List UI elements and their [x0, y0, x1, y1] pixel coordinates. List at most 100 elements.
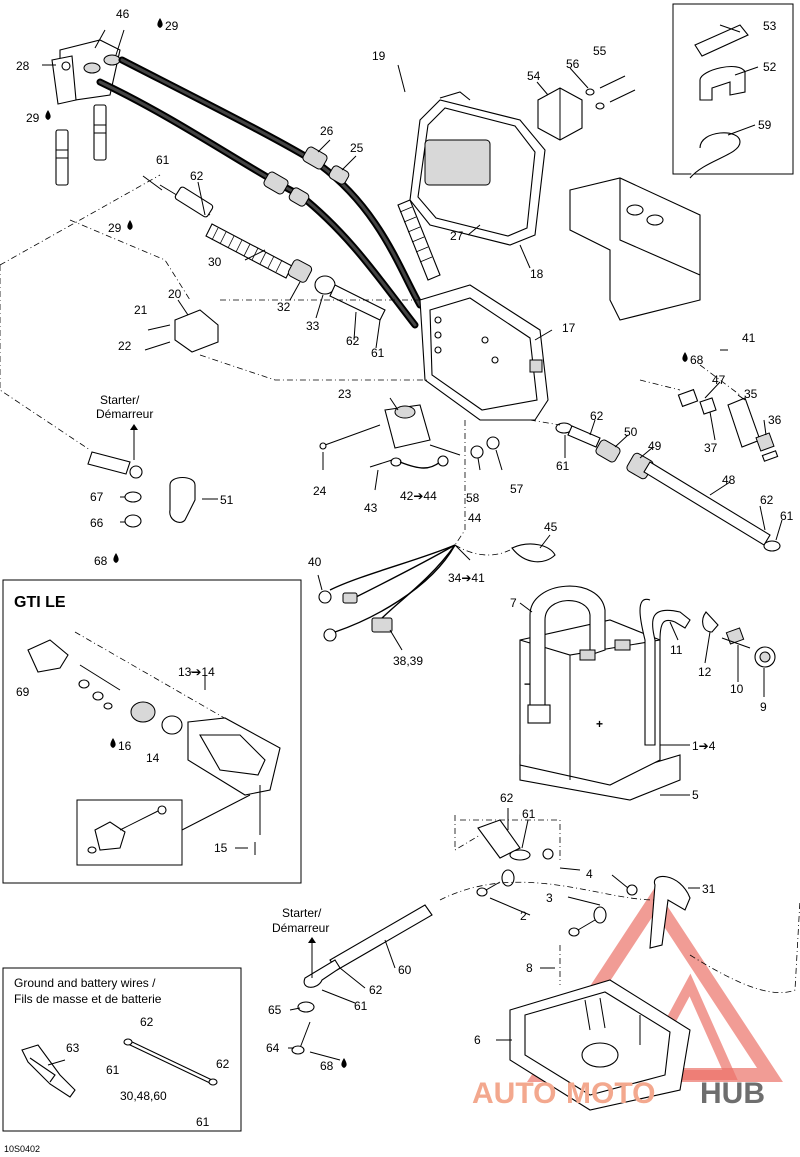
electrical-box — [419, 284, 549, 421]
callout-18: 18 — [530, 267, 544, 281]
callout-29-left: 29 — [26, 111, 40, 125]
callout-45: 45 — [544, 520, 558, 534]
drop-icon — [682, 352, 688, 362]
callout-55: 55 — [593, 44, 607, 58]
leader-lines — [0, 174, 800, 994]
callout-65: 65 — [268, 1003, 282, 1017]
callout-51: 51 — [220, 493, 234, 507]
callout-6: 6 — [474, 1033, 481, 1047]
callout-36: 36 — [768, 413, 782, 427]
watermark-hub: HUB — [700, 1077, 765, 1110]
callout-5: 5 — [692, 788, 699, 802]
drop-icon — [45, 110, 51, 120]
callout-64: 64 — [266, 1041, 280, 1055]
battery-plate — [509, 979, 691, 1111]
callout-7: 7 — [510, 596, 517, 610]
spark-plug-caps — [55, 104, 107, 186]
callout-8: 8 — [526, 961, 533, 975]
callout-52: 52 — [763, 60, 777, 74]
callout-44: 44 — [468, 511, 482, 525]
callout-43: 43 — [364, 501, 378, 515]
callout-28: 28 — [16, 59, 30, 73]
callout-37: 37 — [704, 441, 718, 455]
callout-4: 4 — [586, 867, 593, 881]
callout-40: 40 — [308, 555, 322, 569]
starter-note-bottom: Starter/ Démarreur — [272, 906, 329, 943]
callout-38-39: 38,39 — [393, 654, 423, 668]
callout-48: 48 — [722, 473, 736, 487]
drawing-code: 10S0402 — [4, 1144, 40, 1154]
callout-30: 30 — [208, 255, 222, 269]
callout-14: 14 — [146, 751, 160, 765]
callout-30-48-60: 30,48,60 — [120, 1089, 167, 1103]
watermark-text: AUTO MOTO HUB — [472, 1077, 765, 1110]
callout-61-inset: 61 — [106, 1063, 120, 1077]
spiral-wrap — [397, 199, 441, 281]
callout-29-top: 29 — [165, 19, 179, 33]
starter-note-bottom-line1: Starter/ — [282, 906, 322, 920]
callout-58: 58 — [466, 491, 480, 505]
callout-31: 31 — [702, 882, 716, 896]
callout-68-left: 68 — [94, 554, 108, 568]
inset-gti-le: GTI LE — [2, 579, 302, 884]
callout-53: 53 — [763, 19, 777, 33]
battery-assembly — [519, 585, 691, 801]
connector-35 — [677, 388, 779, 462]
callout-56: 56 — [566, 57, 580, 71]
callout-17: 17 — [562, 321, 576, 335]
drop-icon — [127, 220, 133, 230]
callout-59: 59 — [758, 118, 772, 132]
callout-11: 11 — [670, 643, 683, 657]
callout-61-inset-right: 61 — [196, 1115, 210, 1129]
callout-3: 3 — [546, 891, 553, 905]
callout-19: 19 — [372, 49, 386, 63]
starter-note-top-line1: Starter/ — [100, 393, 140, 407]
starter-cable-60 — [291, 904, 433, 1055]
callout-pointers — [42, 24, 783, 1061]
callout-50: 50 — [624, 425, 638, 439]
callout-1-4: 1➔4 — [692, 739, 716, 753]
callout-2: 2 — [520, 909, 527, 923]
relay-54 — [537, 75, 636, 141]
callout-54: 54 — [527, 69, 541, 83]
starter-cable-left — [87, 451, 196, 528]
inset-ground-title-line1: Ground and battery wires / — [14, 976, 156, 990]
callout-62-lower: 62 — [500, 791, 514, 805]
watermark-auto: AUTO — [472, 1077, 556, 1110]
mounting-bracket — [569, 177, 701, 321]
callout-62-inset-right: 62 — [216, 1057, 230, 1071]
callout-41: 41 — [742, 331, 756, 345]
callout-33: 33 — [306, 319, 320, 333]
callout-21: 21 — [134, 303, 148, 317]
callout-62-right: 62 — [590, 409, 604, 423]
callout-61-far-right: 61 — [780, 509, 794, 523]
solenoid-23 — [319, 404, 431, 450]
callout-67: 67 — [90, 490, 104, 504]
callout-66: 66 — [90, 516, 104, 530]
callout-10: 10 — [730, 682, 744, 696]
callout-12: 12 — [698, 665, 712, 679]
callout-57: 57 — [510, 482, 524, 496]
starter-note-top: Starter/ Démarreur — [96, 393, 153, 430]
callout-62-starter: 62 — [369, 983, 383, 997]
callout-42-44: 42➔44 — [400, 489, 437, 503]
callout-labels: 28 46 29 29 29 19 54 56 55 53 52 59 61 6… — [16, 7, 794, 1129]
callout-68-bottom: 68 — [320, 1059, 334, 1073]
callout-34-41: 34➔41 — [448, 571, 485, 585]
wiring-harness — [318, 543, 556, 642]
battery-cable-lower — [476, 819, 691, 949]
drop-icon — [113, 553, 119, 563]
lubricant-drop-icons — [45, 18, 688, 1068]
callout-13-14: 13➔14 — [178, 665, 215, 679]
callout-60: 60 — [398, 963, 412, 977]
starter-note-bottom-line2: Démarreur — [272, 921, 329, 935]
callout-32: 32 — [277, 300, 291, 314]
callout-24: 24 — [313, 484, 327, 498]
callout-15: 15 — [214, 841, 228, 855]
callout-20: 20 — [168, 287, 182, 301]
callout-27: 27 — [450, 229, 464, 243]
callout-62-top: 62 — [190, 169, 204, 183]
inset-gti-title: GTI LE — [14, 594, 66, 611]
box-cover — [409, 91, 546, 246]
